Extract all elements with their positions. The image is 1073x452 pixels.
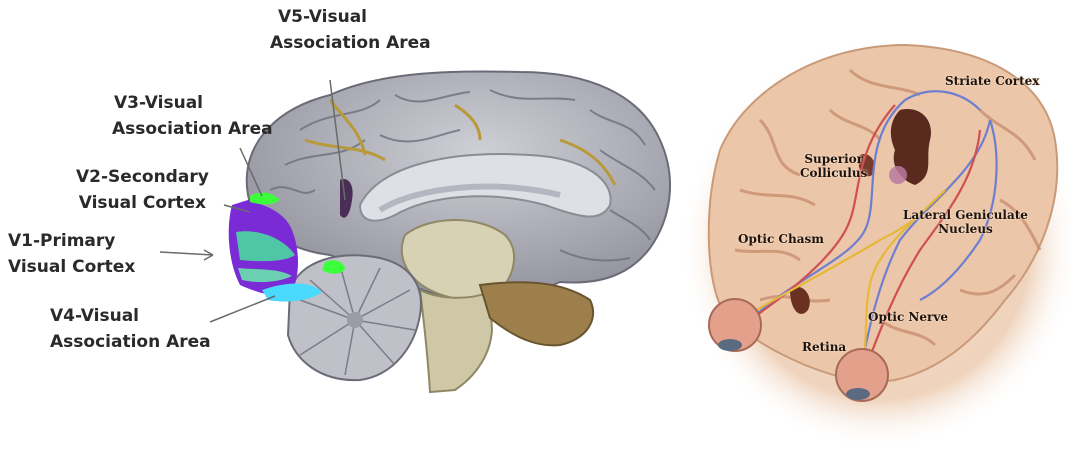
label-v2: V2-Secondary Visual Cortex	[76, 164, 209, 216]
label-optic-chasm: Optic Chasm	[738, 232, 824, 246]
label-optic-chasm-text: Optic Chasm	[738, 232, 824, 246]
label-v5-line1: V5-Visual	[270, 4, 431, 30]
label-v4-line2: Association Area	[50, 329, 211, 355]
label-v3: V3-Visual Association Area	[112, 90, 273, 142]
brainstem	[420, 290, 492, 392]
label-v5-line2: Association Area	[270, 30, 431, 56]
label-v4-line1: V4-Visual	[50, 303, 211, 329]
label-retina-text: Retina	[802, 340, 846, 354]
v4-leader	[210, 296, 275, 322]
label-optic-nerve: Optic Nerve	[868, 310, 948, 324]
label-striate-cortex-text: Striate Cortex	[945, 74, 1039, 88]
superior-colliculus-dot	[889, 166, 907, 184]
label-v3-line2: Association Area	[112, 116, 273, 142]
left-eye	[709, 299, 761, 351]
label-v2-line1: V2-Secondary	[76, 164, 209, 190]
label-superior-colliculus-line2: Colliculus	[800, 166, 867, 180]
v1-leader	[160, 252, 213, 255]
label-superior-colliculus: Superior Colliculus	[800, 152, 867, 180]
label-v3-line1: V3-Visual	[112, 90, 273, 116]
label-v1-line1: V1-Primary	[8, 228, 135, 254]
label-v2-line2: Visual Cortex	[76, 190, 209, 216]
label-v4: V4-Visual Association Area	[50, 303, 211, 355]
temporal-lobe	[480, 282, 593, 345]
label-retina: Retina	[802, 340, 846, 354]
label-v1-line2: Visual Cortex	[8, 254, 135, 280]
label-v5: V5-Visual Association Area	[270, 4, 431, 56]
cerebellum	[288, 255, 421, 380]
label-superior-colliculus-line1: Superior	[800, 152, 867, 166]
label-lateral-geniculate-line2: Nucleus	[903, 222, 1028, 236]
label-optic-nerve-text: Optic Nerve	[868, 310, 948, 324]
label-lateral-geniculate-line1: Lateral Geniculate	[903, 208, 1028, 222]
right-eye	[836, 349, 888, 401]
label-v1: V1-Primary Visual Cortex	[8, 228, 135, 280]
label-striate-cortex: Striate Cortex	[945, 74, 1039, 88]
label-lateral-geniculate: Lateral Geniculate Nucleus	[903, 208, 1028, 236]
